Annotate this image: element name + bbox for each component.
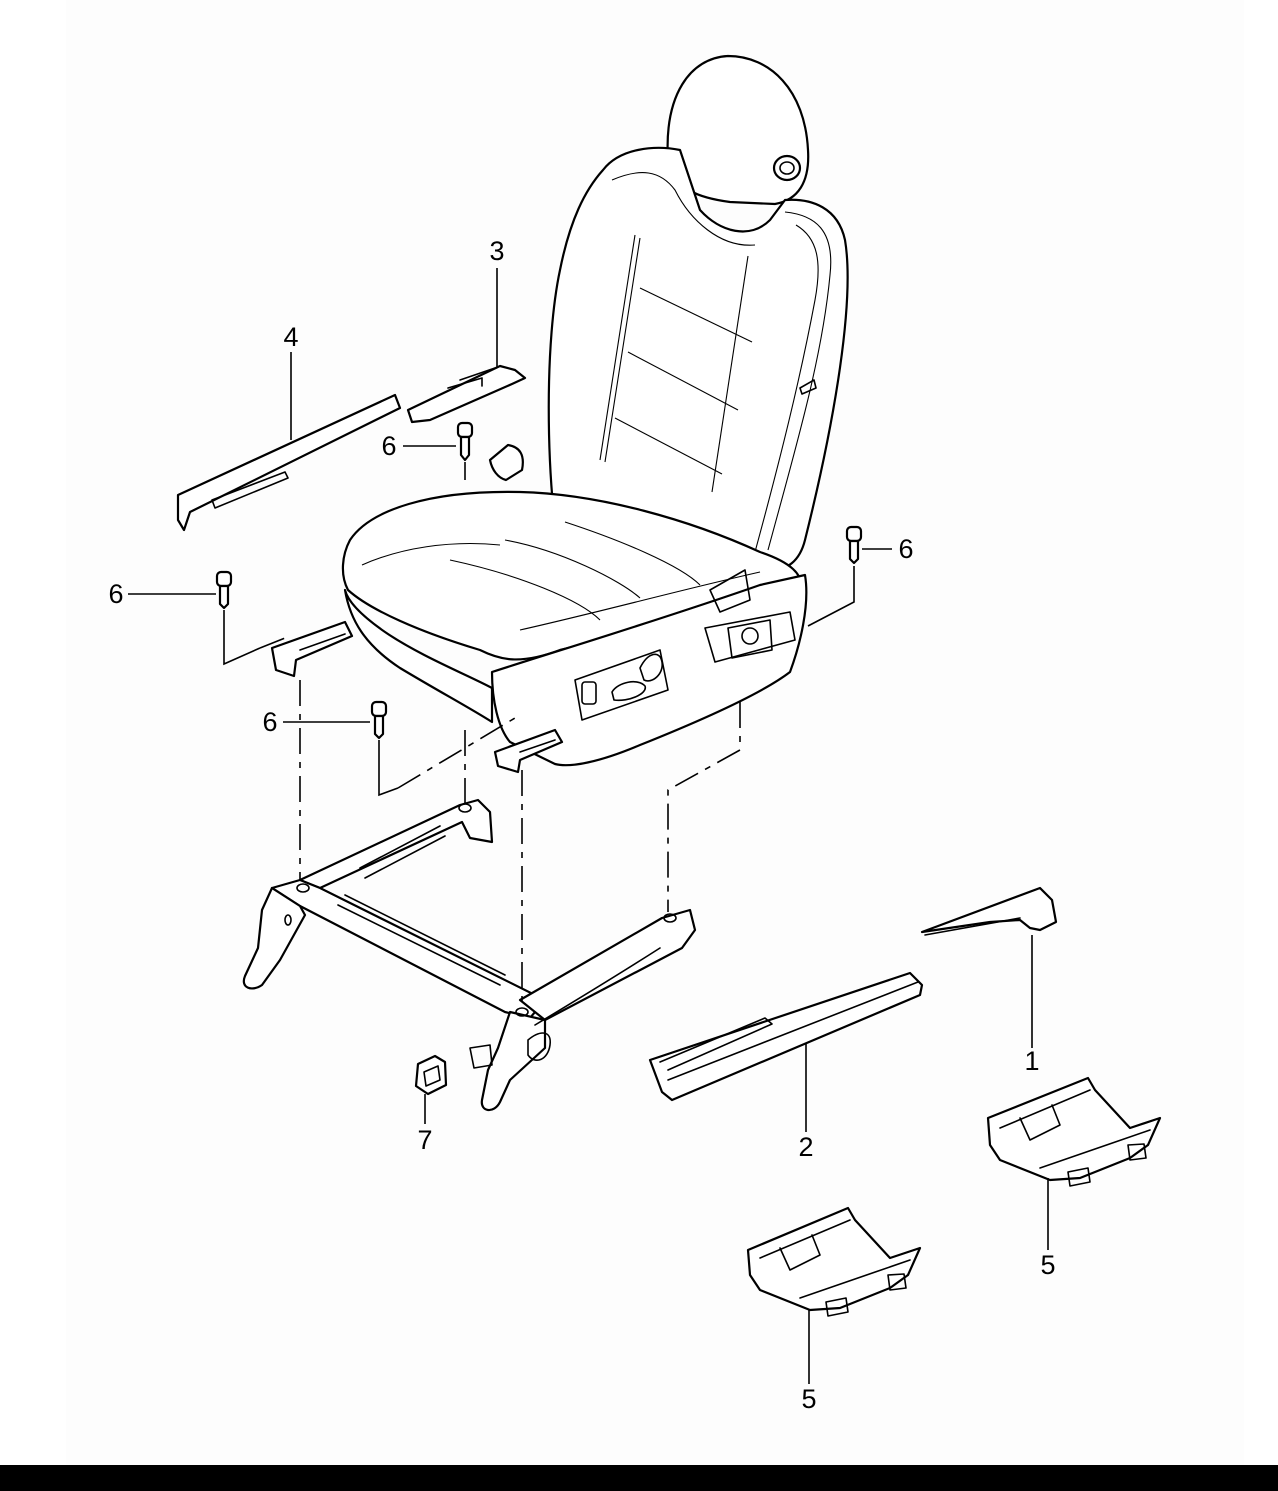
- seat-frame: [242, 798, 697, 1112]
- callout-4: 4: [283, 322, 298, 352]
- frame-rear-rail: [298, 798, 494, 890]
- rear-left-bracket: [270, 620, 354, 678]
- part-6-bolt-middle: [370, 700, 388, 740]
- part-4-trim-rail: [176, 393, 402, 532]
- alignment-lines: [259, 635, 741, 1005]
- belt-buckle: [488, 443, 524, 482]
- part-5-cover-lower: [746, 1206, 922, 1317]
- seat-assembly: [341, 54, 849, 767]
- part-1-trim-strip: [920, 886, 1058, 934]
- callout-6-middle: 6: [262, 707, 277, 737]
- frame-left-leg: [242, 886, 307, 990]
- part-5-cover-upper: [986, 1076, 1162, 1187]
- callouts: 1 2 3 4 5 5 6 6 6 6 7: [108, 236, 1055, 1414]
- callout-6-upper: 6: [381, 431, 396, 461]
- callout-5-lower: 5: [801, 1384, 816, 1414]
- side-trim-panel: [490, 573, 808, 767]
- callout-1: 1: [1024, 1046, 1039, 1076]
- callout-6-left: 6: [108, 579, 123, 609]
- frame-left-rail: [270, 878, 547, 1020]
- part-6-bolt-upper: [456, 421, 474, 462]
- backrest: [547, 146, 849, 577]
- frame-front-leg: [480, 1010, 547, 1112]
- cushion-base: [343, 588, 494, 724]
- callout-5-upper: 5: [1040, 1250, 1055, 1280]
- callout-6-right: 6: [898, 534, 913, 564]
- part-7-clip: [414, 1054, 448, 1096]
- part-2-rail-cover: [648, 971, 924, 1102]
- part-3-trim: [406, 364, 527, 424]
- callout-3: 3: [489, 236, 504, 266]
- part-6-bolt-left: [215, 570, 233, 610]
- front-right-bracket: [493, 728, 564, 774]
- part-6-bolt-right: [845, 525, 863, 565]
- frame-right-rail: [518, 908, 697, 1022]
- bottom-border: [0, 1465, 1278, 1491]
- leader-lines: [128, 268, 1049, 1384]
- callout-2: 2: [798, 1132, 813, 1162]
- headrest-button: [772, 154, 802, 182]
- callout-7: 7: [417, 1125, 432, 1155]
